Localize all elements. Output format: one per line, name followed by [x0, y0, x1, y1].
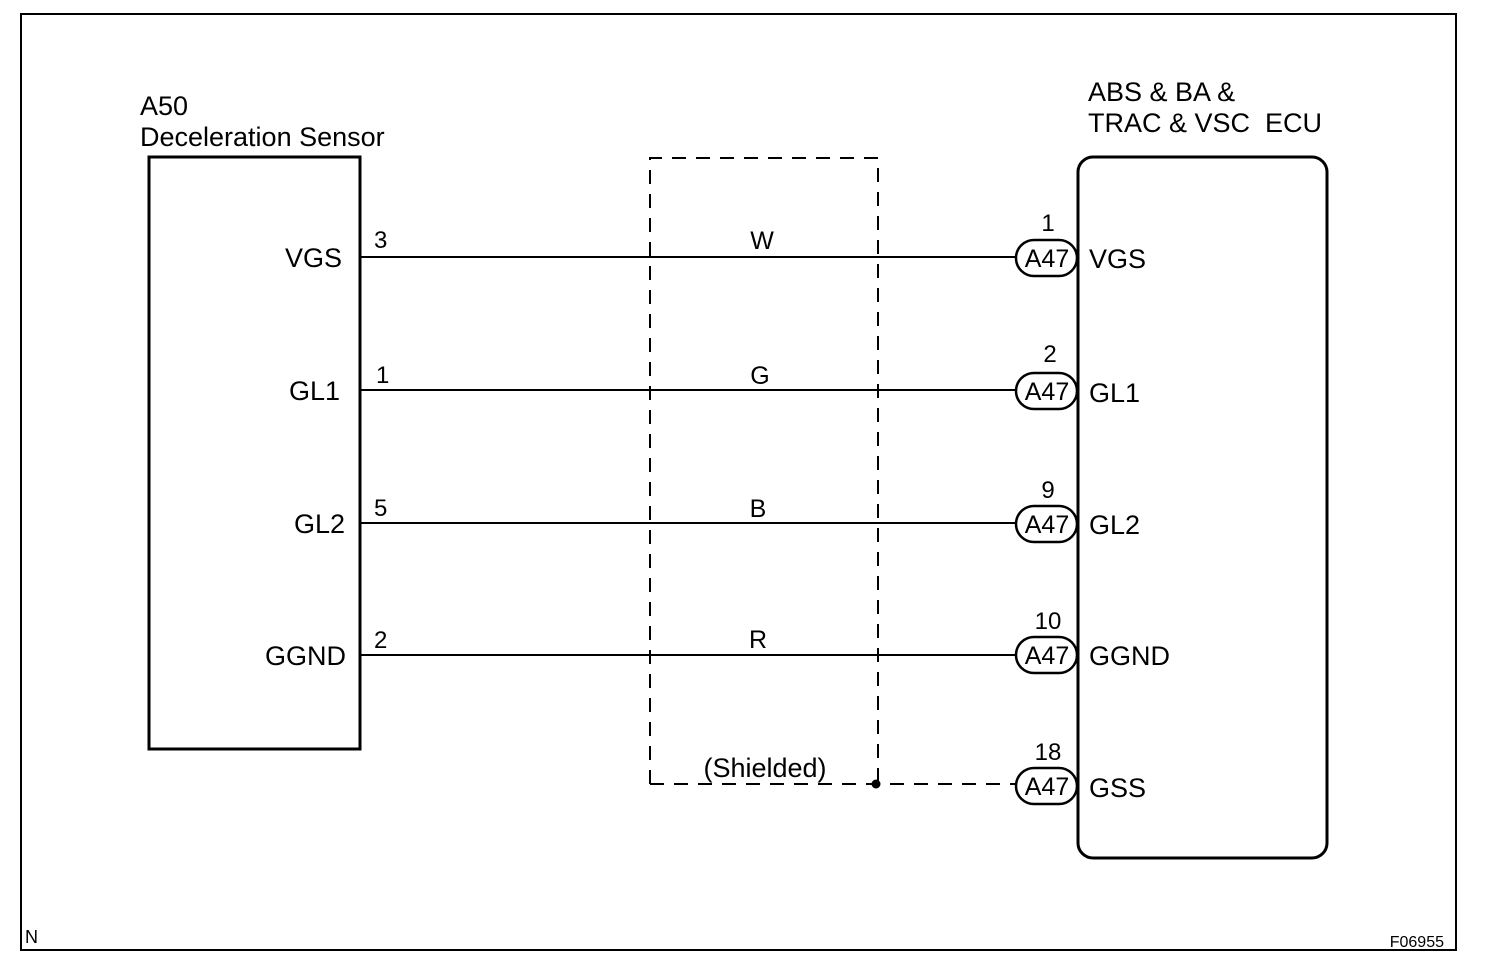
sensor-box — [147, 155, 362, 751]
figure-id: F06955 — [1390, 934, 1444, 951]
ecu-terminal-label: GGND — [1089, 641, 1170, 671]
sensor-code: A50 — [140, 91, 188, 121]
shield-label: (Shielded) — [703, 753, 826, 783]
sensor-terminal-vgs: VGS — [285, 243, 342, 273]
ecu-pin-number: 9 — [1041, 477, 1054, 504]
sensor-terminal-ggnd: GGND — [265, 641, 346, 671]
ecu-pin-number: 10 — [1035, 608, 1062, 635]
connector-oval — [1014, 371, 1079, 411]
wire-color-gl2: B — [750, 495, 767, 523]
wire-color-ggnd: R — [749, 626, 767, 654]
connector-code: A47 — [1025, 378, 1069, 406]
sensor-terminal-gl1: GL1 — [289, 376, 340, 406]
connector-code: A47 — [1025, 773, 1069, 801]
sensor-pin-gl1: 1 — [376, 362, 389, 389]
ecu-pin-number: 2 — [1043, 341, 1056, 368]
corner-mark: N — [25, 927, 38, 947]
sensor-terminal-gl2: GL2 — [294, 509, 345, 539]
ecu-terminal-gl1: 2 A47 GL1 — [1014, 341, 1140, 411]
wires: W G B R — [360, 227, 1016, 656]
ecu-terminal-gss: 18 A47 GSS — [1014, 739, 1146, 806]
connector-code: A47 — [1025, 642, 1069, 670]
ecu-title-line-1: ABS & BA & — [1088, 77, 1235, 107]
ecu-terminal-vgs: 1 A47 VGS — [1014, 210, 1146, 278]
connector-oval — [1014, 635, 1079, 675]
connector-oval — [1014, 504, 1079, 544]
ecu-terminal-label: GL1 — [1089, 378, 1140, 408]
sensor-name: Deceleration Sensor — [140, 122, 385, 152]
ecu-terminal-label: GSS — [1089, 773, 1146, 803]
sensor-pin-ggnd: 2 — [374, 627, 387, 654]
ecu-pin-number: 1 — [1041, 210, 1054, 237]
shield-outline — [649, 157, 879, 784]
ecu-terminal-label: VGS — [1089, 244, 1146, 274]
connector-code: A47 — [1025, 245, 1069, 273]
connector-oval — [1014, 238, 1079, 278]
wire-color-gl1: G — [750, 362, 769, 390]
wire-color-vgs: W — [750, 227, 774, 255]
ecu-terminal-gl2: 9 A47 GL2 — [1014, 477, 1140, 544]
connector-oval — [1014, 766, 1079, 806]
ecu-title-line-2: TRAC & VSC ECU — [1088, 108, 1322, 138]
connector-code: A47 — [1025, 511, 1069, 539]
ecu-box — [1076, 155, 1329, 860]
abs-ba-trac-vsc-ecu: ABS & BA & TRAC & VSC ECU 1 A47 VGS 2 A4… — [1014, 77, 1329, 860]
shield: (Shielded) — [649, 157, 1016, 789]
sensor-pin-vgs: 3 — [374, 227, 387, 254]
sensor-pin-gl2: 5 — [374, 495, 387, 522]
shield-junction-dot — [871, 779, 881, 789]
deceleration-sensor: A50 Deceleration Sensor VGS GL1 GL2 GGND… — [140, 91, 389, 751]
diagram-border — [20, 13, 1457, 951]
ecu-pin-number: 18 — [1035, 739, 1062, 766]
ecu-terminal-label: GL2 — [1089, 510, 1140, 540]
ecu-terminal-ggnd: 10 A47 GGND — [1014, 608, 1170, 675]
